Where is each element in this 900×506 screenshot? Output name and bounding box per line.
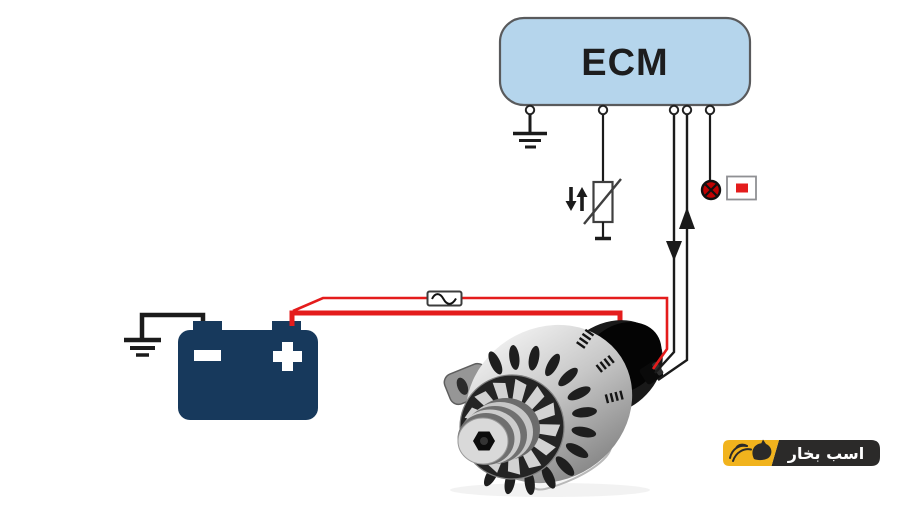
- warning-lamp-icon: [700, 179, 722, 201]
- battery-ground-wire: [139, 312, 206, 338]
- ecm-box: [498, 16, 752, 107]
- alternator-shadow: [450, 483, 650, 497]
- pulley-nut: [473, 431, 495, 451]
- ecm-terminal-ground: [524, 104, 536, 116]
- minus-icon: [194, 350, 221, 361]
- ecm-terminal-command: [668, 104, 680, 116]
- warning-lamp-circuit: [700, 114, 757, 201]
- plus-icon: [273, 342, 302, 371]
- indicator-box-icon: [726, 175, 757, 201]
- battery-body: [178, 330, 318, 420]
- thermistor-icon: [583, 178, 622, 241]
- signal-wire-feedback: [657, 114, 689, 381]
- ecm-ground-symbol: [513, 114, 547, 149]
- ecm-terminal-sensor: [597, 104, 609, 116]
- ecm-module: ECM: [498, 16, 752, 116]
- logo-dark-panel: [771, 440, 880, 466]
- logo-badge: اسب بخار: [723, 439, 880, 466]
- arrow-up-icon: [679, 207, 695, 229]
- temp-sensor-branch: [565, 114, 622, 241]
- alternator-vent-dashes: [576, 328, 624, 404]
- battery-sense-wire: [292, 296, 669, 370]
- battery: [124, 312, 318, 420]
- signal-wires: [654, 114, 695, 381]
- fuse-icon: [426, 290, 463, 307]
- arrow-down-icon: [666, 241, 682, 261]
- ecm-label: ECM: [581, 42, 668, 84]
- logo-text: اسب بخار: [787, 444, 864, 463]
- battery-ground-symbol: [124, 312, 206, 357]
- alternator: [443, 320, 664, 497]
- winged-horse-icon: [729, 439, 772, 462]
- signal-wire-command: [654, 114, 676, 374]
- ecm-terminal-lamp: [704, 104, 716, 116]
- ecm-terminal-feedback: [681, 104, 693, 116]
- bidirectional-arrows-icon: [565, 187, 588, 211]
